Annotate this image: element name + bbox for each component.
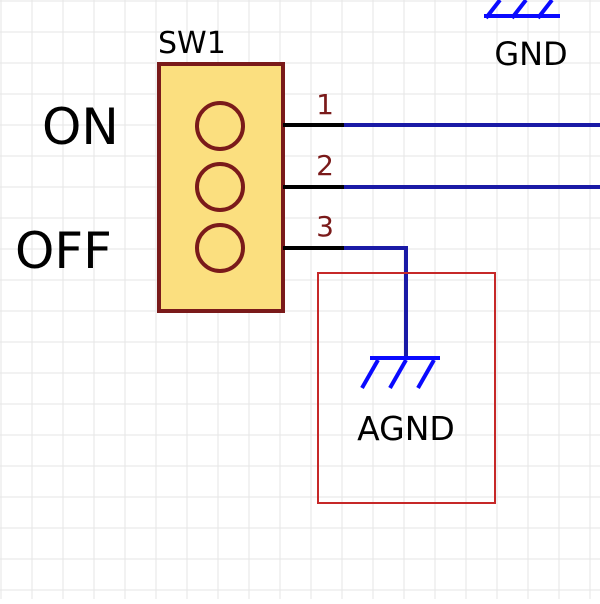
agnd-icon-hatch-2 — [388, 359, 408, 389]
pin-contact-2-icon — [195, 162, 245, 212]
agnd-symbol[interactable]: AGND — [357, 356, 455, 448]
pin-contact-3-icon — [195, 223, 245, 273]
agnd-selection-box — [317, 272, 496, 504]
gnd-icon-hatch-3 — [536, 0, 554, 20]
net-wire-pin3-to-agnd[interactable] — [344, 246, 408, 356]
state-label-off: OFF — [15, 222, 112, 280]
agnd-label: AGND — [357, 409, 455, 448]
pin-contact-1-icon — [195, 101, 245, 151]
gnd-icon-hatch-1 — [484, 0, 502, 20]
wires — [344, 123, 600, 356]
pin-number-2: 2 — [316, 149, 334, 182]
component-designator[interactable]: SW1 — [158, 26, 226, 61]
agnd-icon-hatch-3 — [416, 359, 436, 389]
pin-number-1: 1 — [316, 88, 334, 121]
switch-sw1[interactable]: 1 2 3 — [157, 62, 344, 313]
agnd-icon-hatch-1 — [360, 359, 380, 389]
gnd-symbol[interactable]: GND — [484, 0, 568, 73]
gnd-icon-hatch-2 — [510, 0, 528, 20]
state-label-on: ON — [42, 98, 119, 156]
gnd-label: GND — [494, 35, 567, 73]
pin-number-3: 3 — [316, 210, 334, 243]
